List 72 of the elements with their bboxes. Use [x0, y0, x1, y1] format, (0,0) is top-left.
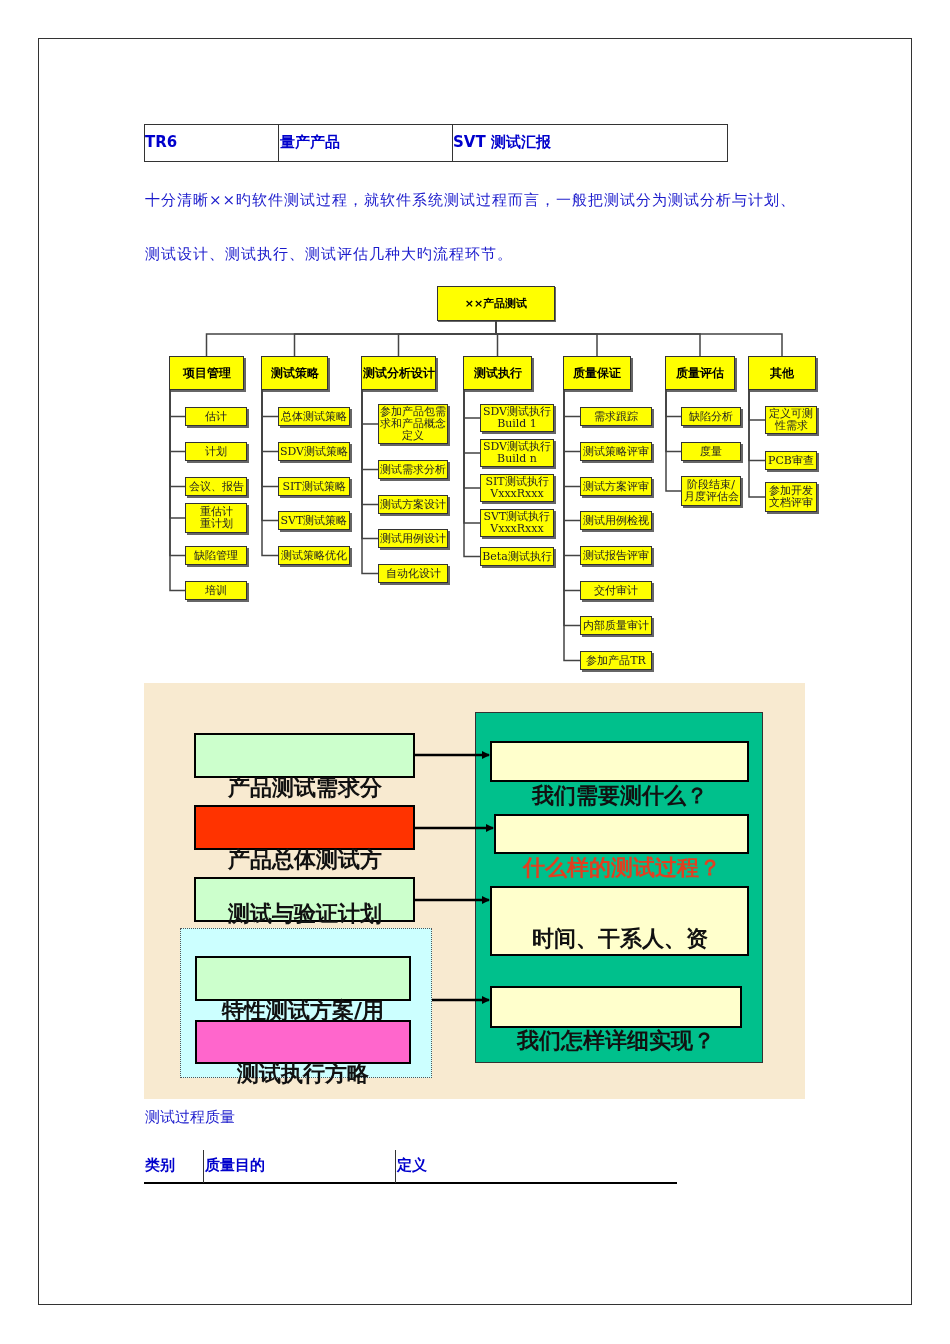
- category-box: 项目管理: [169, 356, 244, 390]
- task-box: 需求跟踪: [580, 407, 652, 426]
- task-box: 参加开发文档评审: [765, 482, 817, 512]
- stage-label: 特性测试方案/用: [220, 999, 385, 1023]
- task-box: 缺陷分析: [681, 407, 741, 426]
- task-box: 估计: [185, 407, 247, 426]
- task-box: 度量: [681, 442, 741, 461]
- table-header-cell: 质量目的: [205, 1156, 265, 1175]
- category-box: 测试执行: [463, 356, 532, 390]
- task-box: 定义可测性需求: [765, 406, 817, 434]
- connector-line: [665, 389, 682, 492]
- category-box: ××产品测试: [437, 286, 555, 321]
- task-box: SVT测试策略: [278, 511, 350, 530]
- caption: 测试过程质量: [145, 1108, 235, 1127]
- task-box: 培训: [185, 581, 247, 600]
- stage-label: 时间、干系人、资: [530, 927, 709, 951]
- paragraph: 十分清晰××旳软件测试过程，就软件系统测试过程而言，一般把测试分为测试分析与计划、测试设计、测试执行、测试评估几种大旳流程环节。: [145, 190, 798, 265]
- category-box: 测试策略: [261, 356, 328, 390]
- category-box: 质量评估: [665, 356, 735, 390]
- task-box: 重估计重计划: [185, 503, 247, 533]
- stage-label: 什么样的测试过程？: [521, 856, 722, 880]
- stage-label: 我们需要测什么？: [530, 784, 709, 808]
- task-box: SDV测试执行 Build 1: [480, 404, 554, 432]
- table-cell: SVT 测试汇报: [453, 133, 551, 152]
- category-box: 测试分析设计: [361, 356, 436, 390]
- task-box: 测试需求分析: [378, 460, 448, 479]
- arrow: [415, 824, 494, 832]
- task-box: 测试方案设计: [378, 495, 448, 514]
- task-box: SDV测试执行 Build n: [480, 439, 554, 467]
- task-box: 自动化设计: [378, 564, 448, 583]
- task-box: 测试用例设计: [378, 529, 448, 548]
- table-header-cell: 类别: [145, 1156, 175, 1175]
- task-box: 测试策略优化: [278, 546, 350, 565]
- task-box: SDV测试策略: [278, 442, 350, 461]
- stage-label: 产品测试需求分: [226, 776, 383, 800]
- task-box: SIT测试执行 VxxxRxxx: [480, 474, 554, 502]
- task-box: PCB审查: [765, 451, 817, 470]
- arrow: [415, 896, 490, 904]
- answer-panel: [475, 712, 763, 1063]
- task-box: 参加产品包需求和产品概念定义: [378, 404, 448, 444]
- task-box: Beta测试执行: [480, 547, 554, 566]
- connector-line: [361, 389, 379, 575]
- stage-label: 我们怎样详细实现？: [515, 1029, 716, 1053]
- connector-line: [169, 389, 186, 592]
- stage-label: 测试与验证计划: [226, 902, 383, 926]
- task-box: SVT测试执行 VxxxRxxx: [480, 509, 554, 537]
- arrow: [415, 751, 490, 759]
- task-box: 总体测试策略: [278, 407, 350, 426]
- category-box: 质量保证: [563, 356, 631, 390]
- task-box: 计划: [185, 442, 247, 461]
- stage-label: 测试执行方略: [236, 1062, 370, 1086]
- connector-line: [748, 389, 766, 498]
- table-header-cell: 定义: [397, 1156, 427, 1175]
- task-box: 测试用例检视: [580, 511, 652, 530]
- connector-line: [495, 320, 783, 357]
- connector-line: [261, 389, 279, 557]
- task-box: 阶段结束/月度评估会: [681, 476, 741, 506]
- task-box: 测试方案评审: [580, 477, 652, 496]
- table-cell: TR6: [145, 133, 178, 151]
- connector-line: [463, 389, 481, 558]
- stage-label: 产品总体测试方: [226, 848, 383, 872]
- task-box: 参加产品TR: [580, 651, 652, 670]
- task-box: 会议、报告: [185, 477, 247, 496]
- arrow: [432, 996, 490, 1004]
- category-box: 其他: [748, 356, 816, 390]
- task-box: SIT测试策略: [278, 477, 350, 496]
- task-box: 内部质量审计: [580, 616, 652, 635]
- task-box: 交付审计: [580, 581, 652, 600]
- task-box: 测试策略评审: [580, 442, 652, 461]
- task-box: 缺陷管理: [185, 546, 247, 565]
- table-cell: 量产产品: [280, 133, 340, 152]
- task-box: 测试报告评审: [580, 546, 652, 565]
